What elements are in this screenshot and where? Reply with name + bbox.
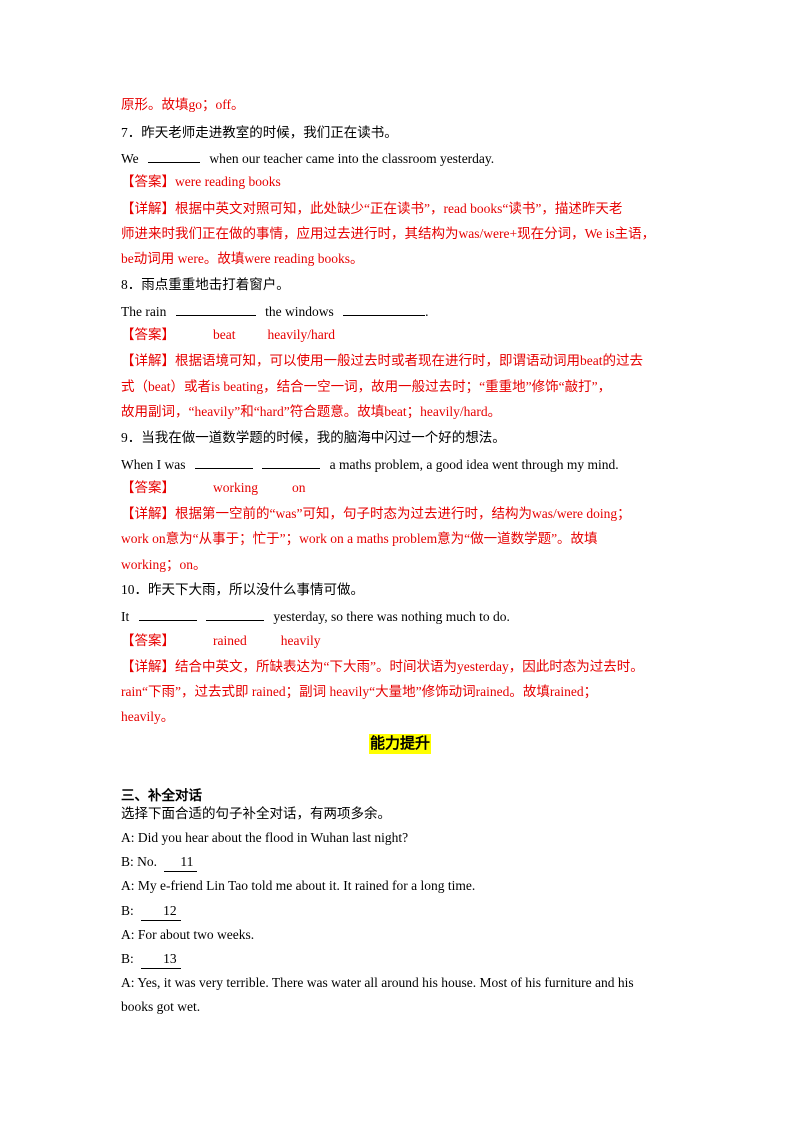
detail-line: 【详解】结合中英文，所缺表达为“下大雨”。时间状语为yesterday，因此时态… <box>121 659 644 674</box>
answer-text: heavily/hard <box>267 327 335 342</box>
blank-line <box>343 301 426 316</box>
dialogue-line: B: 12 <box>121 902 181 921</box>
question-9: 9．当我在做一道数学题的时候，我的脑海中闪过一个好的想法。 <box>121 430 506 445</box>
blank-line <box>194 454 253 469</box>
question-7-sentence: We when our teacher came into the classr… <box>121 148 494 168</box>
detail-line: working；on。 <box>121 557 207 572</box>
answer-tag: 【答案】 <box>121 327 175 342</box>
dialogue-blank: 12 <box>141 902 181 921</box>
answer-text: rained <box>213 633 247 648</box>
answer-continuation: 原形。故填go；off。 <box>121 97 245 112</box>
question-9-sentence: When I was a maths problem, a good idea … <box>121 454 619 474</box>
answer-text: on <box>292 480 306 495</box>
question-8: 8．雨点重重地击打着窗户。 <box>121 277 290 292</box>
blank-line <box>262 454 321 469</box>
blank-line <box>206 606 264 621</box>
answer-tag: 【答案】 <box>121 174 175 189</box>
question-10-answer: 【答案】 rained heavily <box>121 632 320 650</box>
dialogue-line: A: Did you hear about the flood in Wuhan… <box>121 830 409 845</box>
sentence-part: when our teacher came into the classroom… <box>209 151 495 166</box>
dialogue-line: A: For about two weeks. <box>121 927 255 942</box>
detail-line: 师进来时我们正在做的事情，应用过去进行时，其结构为was/were+现在分词，W… <box>121 226 656 241</box>
sentence-part: a maths problem, a good idea went throug… <box>329 457 619 472</box>
blank-line <box>138 606 197 621</box>
detail-line: rain“下雨”，过去式即 rained；副词 heavily“大量地”修饰动词… <box>121 684 598 699</box>
sentence-part: When I was <box>121 457 186 472</box>
question-7-answer: 【答案】were reading books <box>121 173 281 191</box>
dialogue-blank: 11 <box>164 853 198 872</box>
detail-line: 故用副词，“heavily”和“hard”符合题意。故填beat；heavily… <box>121 404 502 419</box>
answer-tag: 【答案】 <box>121 480 175 495</box>
detail-line: 式（beat）或者is beating，结合一空一词，故用一般过去时；“重重地”… <box>121 379 612 394</box>
dialogue-blank: 13 <box>141 950 181 969</box>
sentence-part: . <box>425 304 429 319</box>
dialogue-text: B: <box>121 903 134 918</box>
sentence-part: the windows <box>265 304 334 319</box>
question-7: 7．昨天老师走进教室的时候，我们正在读书。 <box>121 125 398 140</box>
detail-line: be动词用 were。故填were reading books。 <box>121 251 364 266</box>
blank-line <box>175 301 256 316</box>
dialogue-line: A: My e-friend Lin Tao told me about it.… <box>121 878 476 893</box>
dialogue-line: B: No. 11 <box>121 853 198 872</box>
sentence-part: We <box>121 151 139 166</box>
answer-tag: 【答案】 <box>121 633 175 648</box>
dialogue-line: B: 13 <box>121 950 181 969</box>
question-9-answer: 【答案】 working on <box>121 479 306 497</box>
dialogue-text: B: No. <box>121 854 158 869</box>
answer-text: heavily <box>280 633 321 648</box>
detail-line: 【详解】根据中英文对照可知，此处缺少“正在读书”，read books“读书”，… <box>121 201 623 216</box>
detail-line: 【详解】根据语境可知，可以使用一般过去时或者现在进行时，即谓语动词用beat的过… <box>121 353 643 368</box>
answer-text: were reading books <box>175 174 281 189</box>
dialogue-line: A: Yes, it was very terrible. There was … <box>121 975 634 990</box>
question-10-sentence: It yesterday, so there was nothing much … <box>121 606 510 626</box>
sentence-part: The rain <box>121 304 167 319</box>
question-10: 10．昨天下大雨，所以没什么事情可做。 <box>121 582 364 597</box>
dialogue-line: books got wet. <box>121 999 201 1014</box>
answer-text: working <box>213 480 258 495</box>
sentence-part: It <box>121 609 130 624</box>
answer-text: beat <box>213 327 236 342</box>
part-heading: 三、补全对话 <box>121 788 202 803</box>
sentence-part: yesterday, so there was nothing much to … <box>273 609 510 624</box>
question-8-sentence: The rain the windows . <box>121 301 428 321</box>
blank-line <box>148 148 201 163</box>
section-title: 能力提升 <box>369 734 432 754</box>
detail-line: work on意为“从事于；忙于”；work on a maths proble… <box>121 531 598 546</box>
question-8-answer: 【答案】 beat heavily/hard <box>121 326 335 344</box>
dialogue-text: B: <box>121 951 134 966</box>
detail-line: heavily。 <box>121 709 175 724</box>
detail-line: 【详解】根据第一空前的“was”可知，句子时态为过去进行时，结构为was/wer… <box>121 506 631 521</box>
part-instruction: 选择下面合适的句子补全对话，有两项多余。 <box>121 806 391 821</box>
